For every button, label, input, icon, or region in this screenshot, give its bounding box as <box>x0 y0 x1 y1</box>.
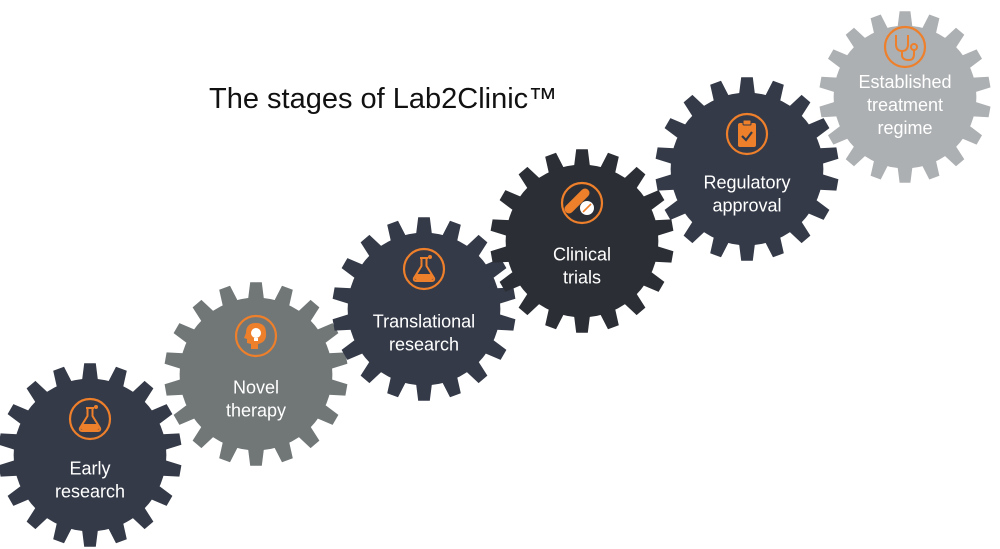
diagram-title: The stages of Lab2Clinic™ <box>209 83 558 115</box>
pills-icon <box>560 181 604 225</box>
flask-icon <box>402 247 446 291</box>
flask-icon <box>68 397 112 441</box>
clipboard-check-icon <box>725 112 769 156</box>
head-idea-icon <box>234 314 278 358</box>
stethoscope-icon <box>883 25 927 69</box>
